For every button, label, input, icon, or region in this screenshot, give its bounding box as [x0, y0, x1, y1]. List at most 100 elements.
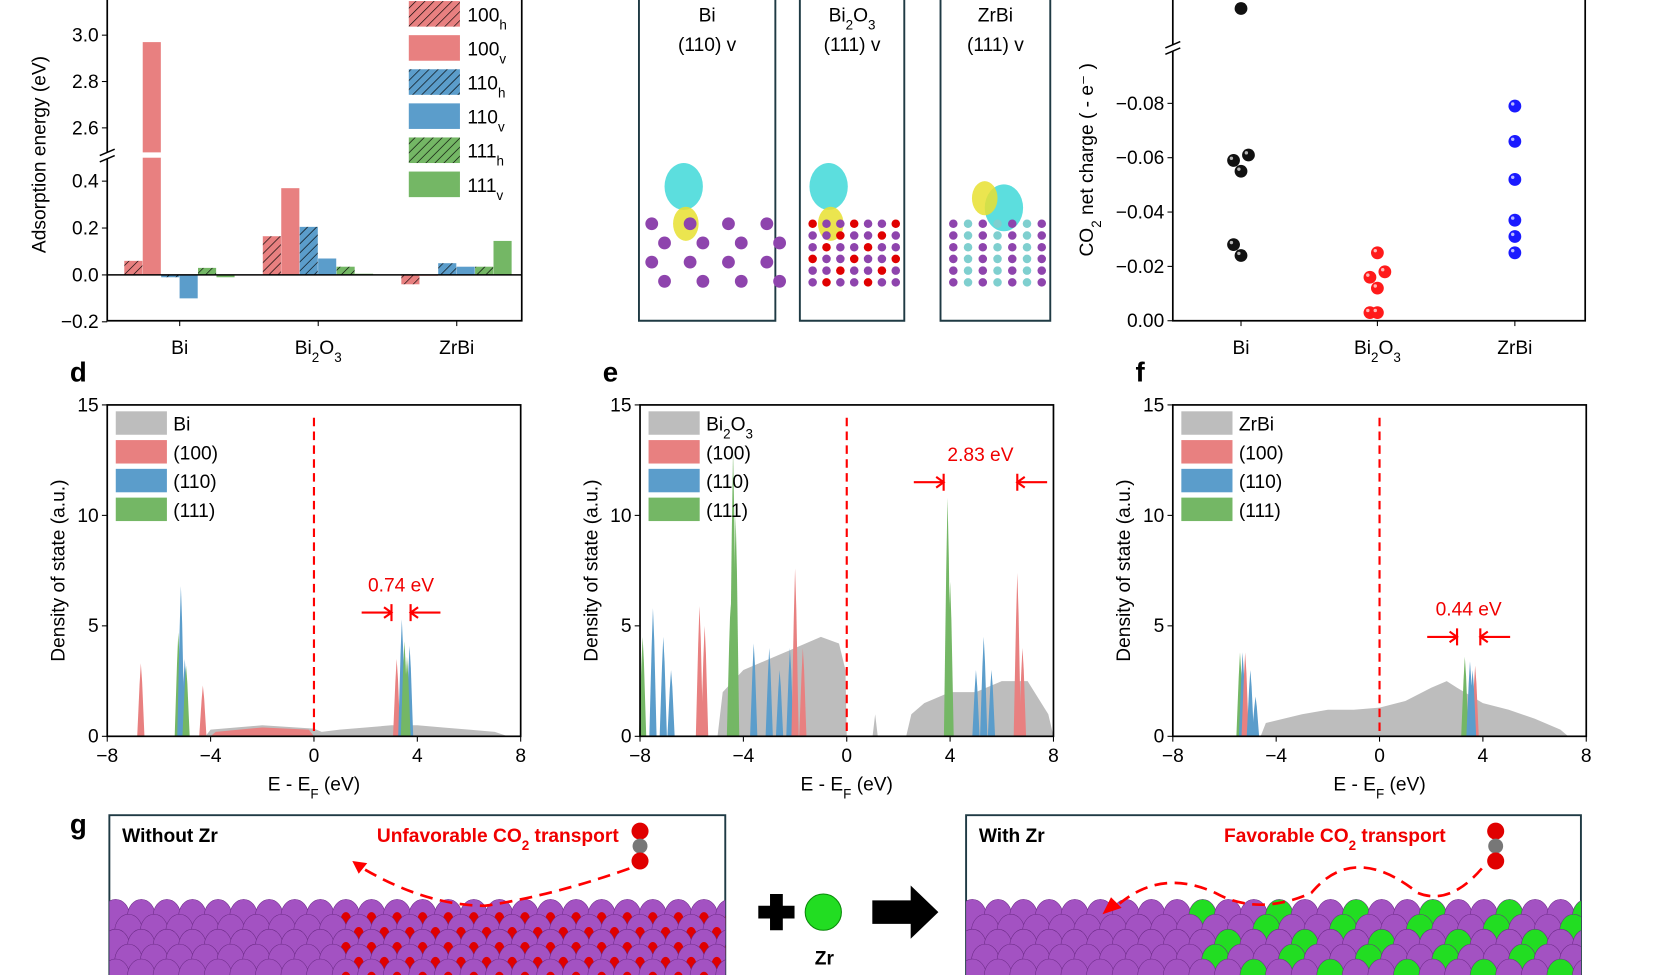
subscript: 3 [746, 426, 753, 441]
text-part: (100) [1239, 443, 1284, 464]
text-part: 111 [467, 142, 496, 163]
dos-peak [987, 670, 996, 737]
atom [978, 242, 988, 252]
atom-slab [966, 899, 1626, 975]
atom [978, 278, 988, 287]
bi-atom [1598, 899, 1626, 933]
point-highlight [1244, 151, 1249, 155]
legend-label: 111v [467, 176, 503, 203]
legend-label: 110h [467, 74, 505, 100]
atom [822, 254, 831, 264]
transport-arrowhead [352, 860, 368, 874]
panel-label: d [70, 356, 87, 387]
frame-facet: (111) v [967, 35, 1024, 56]
point-highlight [1373, 284, 1377, 288]
x-axis-label-part: E - E [1333, 775, 1376, 796]
x-tick-label: 8 [515, 746, 526, 767]
atom [993, 242, 1002, 252]
bi-atom [983, 958, 1013, 975]
atom [877, 278, 887, 287]
y-tick-label: 0.4 [72, 172, 99, 193]
atom [1008, 231, 1017, 240]
x-tick-label: 4 [945, 746, 956, 767]
text-part: O [1378, 338, 1393, 359]
point-highlight [1366, 308, 1370, 313]
atom [978, 219, 988, 229]
box-title: With Zr [979, 826, 1045, 847]
dos-peak [791, 568, 799, 737]
x-tick-label: 0 [309, 746, 320, 767]
y-tick-label: 2.8 [72, 72, 99, 93]
x-tick-label: −4 [1265, 746, 1287, 767]
atom [877, 219, 887, 229]
axes-frame [1171, 0, 1587, 322]
dos-peak [667, 670, 675, 737]
o-atom [623, 971, 632, 975]
data-point [1234, 164, 1248, 178]
x-tick-label: Bi2O3 [1354, 338, 1401, 365]
bi-atom [1444, 958, 1473, 975]
o-atom [520, 971, 530, 975]
x-axis-label: E - EF (eV) [268, 775, 360, 801]
bi-atom [741, 929, 769, 963]
atom [1037, 242, 1047, 252]
atom [773, 236, 787, 250]
atom [808, 231, 817, 240]
axis-break-gap [100, 152, 114, 159]
co2-oxygen-atom [1487, 852, 1505, 870]
atom [949, 278, 958, 287]
bi-atom [331, 958, 361, 975]
y-tick-label: 15 [77, 395, 98, 416]
x-tick-label: −8 [629, 746, 651, 767]
legend-label: 110v [467, 108, 505, 135]
text-part: (110) [1239, 472, 1282, 493]
atom [978, 231, 988, 240]
point-highlight [1237, 167, 1241, 171]
subscript: 2 [846, 17, 853, 32]
legend-label: 100h [467, 5, 506, 31]
legend-label: Bi2O3 [706, 414, 753, 441]
x-tick-label: Bi [171, 338, 188, 359]
text-part: CO [1077, 228, 1098, 257]
text-part: Bi [706, 414, 723, 435]
o-atom [597, 971, 606, 975]
x-tick-label: Bi [1232, 338, 1249, 359]
text-part: 110 [467, 74, 498, 95]
bi-atom [728, 914, 756, 948]
atom [760, 217, 774, 231]
box-border [965, 814, 1582, 975]
atom [1022, 254, 1032, 264]
box-border [108, 814, 727, 975]
point-highlight [1373, 248, 1377, 253]
data-point [1227, 154, 1240, 167]
subscript: v [497, 187, 504, 202]
atom [978, 266, 988, 275]
atom [863, 278, 873, 287]
point-highlight [1381, 267, 1385, 272]
zr-atom [1585, 944, 1613, 975]
o-atom [737, 927, 748, 944]
co2-carbon-atom [632, 838, 648, 854]
data-point [1508, 99, 1522, 113]
subscript: h [498, 85, 505, 100]
subscript: 2 [1088, 220, 1103, 227]
legend-swatch [648, 497, 700, 522]
axis-break-mark [1165, 40, 1181, 56]
point-highlight [1373, 308, 1377, 313]
atom [1037, 266, 1047, 275]
text-part: (111) [173, 501, 215, 522]
text-part: 111 [467, 176, 496, 197]
y-tick-label: 0 [1154, 727, 1165, 748]
atom [863, 219, 873, 229]
data-point-above-break [1234, 2, 1248, 15]
point-highlight [1511, 137, 1515, 141]
legend-label: ZrBi [1239, 414, 1274, 435]
atom [978, 254, 988, 264]
atom [891, 219, 901, 229]
bar [336, 266, 355, 275]
subscript: 3 [334, 349, 341, 364]
atom [877, 266, 887, 275]
x-axis-label: E - EF (eV) [801, 775, 893, 801]
